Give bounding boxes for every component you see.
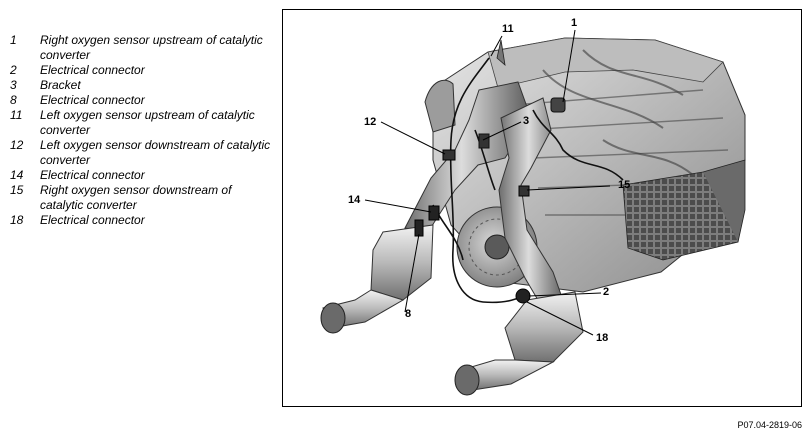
- callout-11: 11: [502, 23, 514, 35]
- left-oxygen-sensor-downstream: [442, 149, 456, 161]
- callout-14: 14: [348, 194, 361, 206]
- legend-description: Left oxygen sensor upstream of catalytic…: [40, 108, 255, 137]
- callout-8: 8: [405, 308, 412, 320]
- legend-number: 3: [10, 78, 17, 92]
- legend-description: Electrical connector: [40, 63, 145, 77]
- legend-item: 1 Right oxygen sensor upstream of cataly…: [10, 33, 275, 63]
- right-catalytic-converter: [504, 291, 584, 363]
- legend-item: 14 Electrical connector: [10, 168, 275, 183]
- connector-8: [414, 219, 424, 237]
- legend-description: Electrical connector: [40, 168, 145, 182]
- legend-number: 11: [10, 108, 23, 122]
- leader-lines: [364, 29, 611, 336]
- figure-code: P07.04-2819-06: [737, 420, 802, 430]
- intake-pipe: [424, 79, 456, 133]
- legend-item: 15 Right oxygen sensor downstream of cat…: [10, 183, 275, 213]
- callout-1: 1: [571, 17, 578, 29]
- callout-18: 18: [596, 332, 609, 344]
- connector-14: [428, 205, 440, 221]
- legend-number: 12: [10, 138, 24, 152]
- legend-item: 18 Electrical connector: [10, 213, 275, 228]
- callout-3: 3: [523, 115, 530, 127]
- callout-15: 15: [618, 179, 631, 191]
- legend-number: 18: [10, 213, 24, 227]
- legend-description: Right oxygen sensor upstream of catalyti…: [40, 33, 263, 62]
- sensor-wiring: [432, 57, 624, 304]
- legend-description: Electrical connector: [40, 213, 145, 227]
- legend-number: 14: [10, 168, 24, 182]
- connector-2: [515, 288, 531, 304]
- legend-number: 1: [10, 33, 17, 47]
- callout-12: 12: [364, 116, 377, 128]
- legend-item: 3 Bracket: [10, 78, 275, 93]
- left-catalytic-converter: [370, 224, 434, 301]
- legend-description: Electrical connector: [40, 93, 145, 107]
- legend-item: 2 Electrical connector: [10, 63, 275, 78]
- right-oxygen-sensor-downstream: [518, 185, 530, 197]
- legend-item: 11 Left oxygen sensor upstream of cataly…: [10, 108, 275, 138]
- legend-description: Left oxygen sensor downstream of catalyt…: [40, 138, 271, 167]
- callout-2: 2: [603, 286, 610, 298]
- right-exhaust-downpipe: [498, 97, 566, 313]
- legend-number: 15: [10, 183, 24, 197]
- legend-description: Right oxygen sensor downstream of cataly…: [40, 183, 232, 212]
- legend-number: 2: [10, 63, 17, 77]
- legend-list: 1 Right oxygen sensor upstream of cataly…: [10, 33, 275, 228]
- engine-illustration-frame: 1 2 3 8 11 12 14 15 18: [282, 9, 802, 407]
- legend-description: Bracket: [40, 78, 81, 92]
- legend-item: 8 Electrical connector: [10, 93, 275, 108]
- legend-item: 12 Left oxygen sensor downstream of cata…: [10, 138, 275, 168]
- right-oxygen-sensor-upstream: [550, 97, 566, 113]
- engine-illustration: [320, 29, 746, 396]
- legend-number: 8: [10, 93, 17, 107]
- bracket: [478, 133, 490, 149]
